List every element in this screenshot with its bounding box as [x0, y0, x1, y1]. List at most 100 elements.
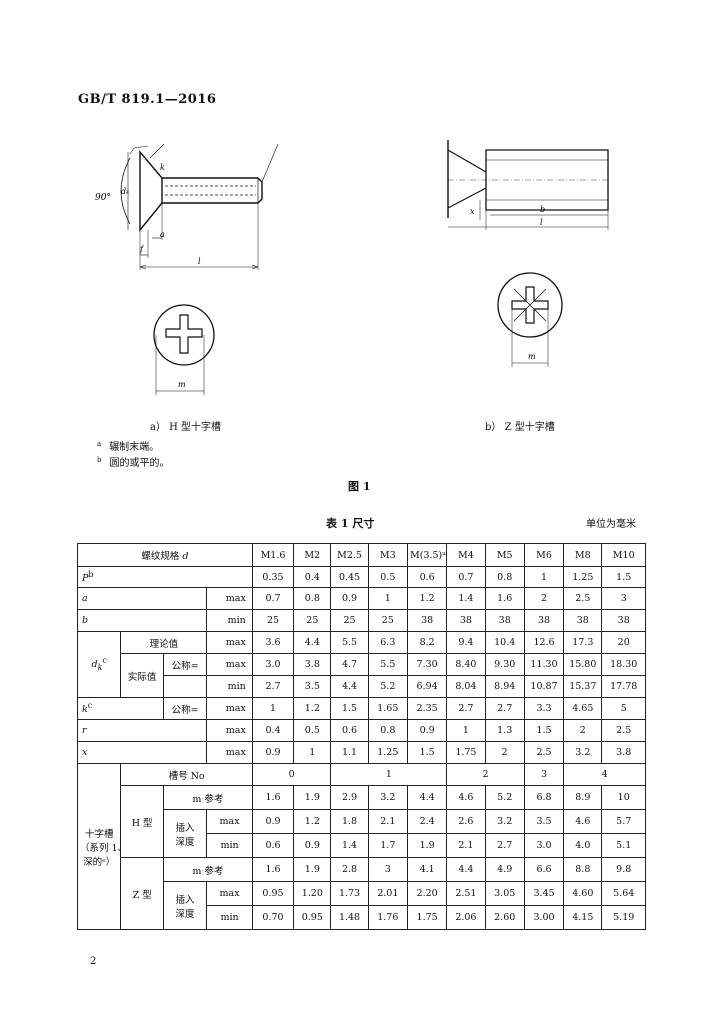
value-cell: 4.4: [330, 675, 369, 698]
value-cell: 6.3: [367, 631, 408, 654]
value-cell: 0.8: [293, 587, 332, 610]
value-cell: 4.65: [563, 697, 603, 720]
value-cell: 3.2: [563, 741, 603, 764]
value-cell: 6.8: [523, 785, 565, 810]
figure-a-side-view: 90° dₖ k f a l: [95, 143, 279, 270]
value-cell: 3.0: [251, 653, 295, 676]
value-cell: 0.5: [367, 566, 408, 588]
value-cell: 1: [446, 719, 486, 742]
value-cell: 4.6: [446, 785, 486, 810]
page-number: 2: [90, 956, 97, 967]
value-cell: 5.2: [367, 675, 408, 698]
m-ref-label: m 参考: [162, 857, 253, 882]
size-header: M2.5: [330, 543, 369, 567]
value-cell: 1.73: [330, 881, 369, 906]
row-label-r: r: [76, 719, 208, 742]
value-cell: 1: [293, 741, 332, 764]
value-cell: 2.7: [446, 697, 486, 720]
value-cell: 38: [484, 609, 525, 632]
value-cell: 1.20: [293, 881, 332, 906]
size-header: M6: [523, 543, 565, 567]
k-label: k: [160, 163, 165, 172]
value-cell: 1.4: [330, 833, 369, 858]
figure-b-side-view: b x l: [447, 140, 610, 230]
unit-note: 单位为毫米: [586, 519, 636, 530]
a-label: a: [160, 230, 165, 239]
value-cell: 38: [446, 609, 486, 632]
size-header: M3: [367, 543, 408, 567]
figure-title: 图 1: [348, 480, 371, 493]
value-cell: 10: [601, 785, 646, 810]
value-cell: 3.5: [293, 675, 332, 698]
depth-label: 插入深度: [162, 809, 208, 858]
value-cell: 2.5: [563, 587, 603, 610]
m-label-a: m: [178, 380, 186, 389]
value-cell: 8.04: [446, 675, 486, 698]
value-cell: 1.2: [293, 697, 332, 720]
row-label-a: a: [76, 587, 208, 610]
value-cell: 1.1: [330, 741, 369, 764]
value-cell: 17.3: [563, 631, 603, 654]
value-cell: 38: [523, 609, 565, 632]
size-header: M5: [484, 543, 525, 567]
row-label-P: Pb: [77, 566, 253, 588]
value-cell: 3.3: [523, 697, 565, 720]
value-cell: 0.5: [293, 719, 332, 742]
k-nominal-label: 公称=: [162, 697, 208, 720]
value-cell: 9.8: [601, 857, 646, 882]
value-cell: 12.6: [523, 631, 565, 654]
value-cell: 0.6: [406, 566, 448, 588]
value-cell: 1.2: [293, 809, 332, 834]
bound-label: max: [206, 719, 253, 742]
figure-caption-a: a） H 型十字槽: [150, 422, 222, 433]
value-cell: 10.4: [484, 631, 525, 654]
value-cell: 2.06: [446, 905, 486, 930]
value-cell: 2.1: [367, 809, 408, 834]
value-cell: 0.7: [251, 587, 295, 610]
bound-label: max: [206, 881, 253, 906]
value-cell: 0.8: [484, 566, 525, 588]
value-cell: 3.2: [367, 785, 408, 810]
value-cell: 3.45: [523, 881, 565, 906]
dk-label: dₖ: [121, 187, 129, 196]
b-label: b: [540, 205, 545, 214]
value-cell: 2.20: [406, 881, 448, 906]
value-cell: 25: [251, 609, 295, 632]
value-cell: 5.5: [367, 653, 408, 676]
value-cell: 1.6: [251, 857, 295, 882]
dk-nominal-label: 公称=: [162, 653, 208, 676]
value-cell: 38: [601, 609, 646, 632]
value-cell: 4.15: [563, 905, 603, 930]
value-cell: 2.1: [446, 833, 486, 858]
table-title: 表 1 尺寸: [326, 517, 375, 530]
value-cell: 1.5: [406, 741, 448, 764]
recess-number: 4: [563, 763, 646, 786]
value-cell: 0.4: [293, 566, 332, 588]
value-cell: 1.9: [406, 833, 448, 858]
bound-label: min: [206, 833, 253, 858]
value-cell: 4.7: [330, 653, 369, 676]
value-cell: 8.9: [563, 785, 603, 810]
value-cell: 1.75: [446, 741, 486, 764]
value-cell: 1: [523, 566, 565, 588]
value-cell: 5.7: [601, 809, 646, 834]
value-cell: 17.78: [601, 675, 646, 698]
value-cell: 15.37: [563, 675, 603, 698]
value-cell: 1.3: [484, 719, 525, 742]
value-cell: 3: [367, 857, 408, 882]
value-cell: 0.6: [251, 833, 295, 858]
value-cell: 9.30: [484, 653, 525, 676]
value-cell: 0.8: [367, 719, 408, 742]
f-label: f: [139, 245, 145, 254]
value-cell: 4.1: [406, 857, 448, 882]
bound-label: min: [206, 905, 253, 930]
recess-number: 2: [446, 763, 525, 786]
m-ref-label: m 参考: [162, 785, 253, 810]
value-cell: 8.8: [563, 857, 603, 882]
